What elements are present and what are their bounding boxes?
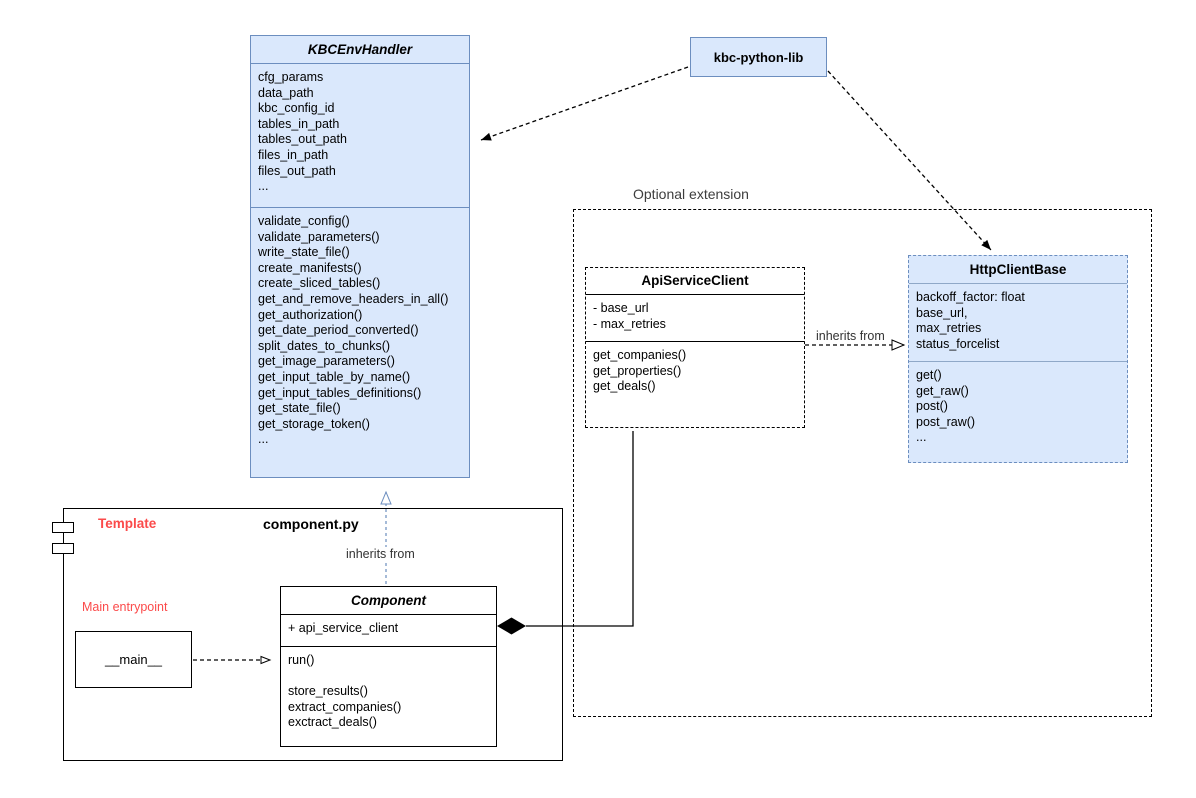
class-component-methods: run() store_results()extract_companies()e… (281, 647, 496, 746)
member-line: - max_retries (593, 316, 666, 331)
member-line: tables_in_path (258, 116, 340, 131)
template-container: Template component.py (52, 508, 563, 761)
class-apiserviceclient-title: ApiServiceClient (586, 268, 804, 295)
member-line: base_url, (916, 305, 968, 320)
member-line: status_forcelist (916, 336, 1000, 351)
member-line: tables_out_path (258, 132, 347, 147)
member-line: cfg_params (258, 70, 324, 84)
member-line: create_manifests() (258, 260, 362, 275)
optional-extension-label: Optional extension (633, 186, 749, 202)
class-apiserviceclient-attributes: - base_url- max_retries (586, 295, 804, 342)
member-line: get_and_remove_headers_in_all() (258, 291, 449, 306)
member-line: post_raw() (916, 414, 976, 429)
member-line: get_image_parameters() (258, 354, 395, 369)
member-line: get_input_table_by_name() (258, 369, 411, 384)
member-line: get_date_period_converted() (258, 323, 419, 338)
member-line: + api_service_client (288, 621, 399, 635)
class-component-title: Component (281, 587, 496, 615)
member-line: exctract_deals() (288, 715, 377, 730)
member-line: files_in_path (258, 147, 329, 162)
component-py-label: component.py (263, 516, 359, 532)
class-httpclientbase-title: HttpClientBase (909, 256, 1127, 284)
member-line: get_storage_token() (258, 416, 370, 431)
class-component: Component + api_service_client run() stor… (280, 586, 497, 747)
member-line (288, 669, 489, 685)
inherits-from-label-component: inherits from (344, 547, 417, 561)
member-line: get_companies() (593, 348, 687, 362)
member-line: get_input_tables_definitions() (258, 385, 422, 400)
member-line: post() (916, 399, 948, 414)
template-label: Template (98, 516, 157, 531)
member-line: ... (258, 432, 269, 447)
member-line: get_raw() (916, 383, 969, 398)
member-line: backoff_factor: float (916, 290, 1025, 304)
member-line: - base_url (593, 301, 649, 315)
member-line: store_results() (288, 684, 368, 699)
main-entrypoint-label: Main entrypoint (82, 600, 168, 614)
class-apiserviceclient: ApiServiceClient - base_url- max_retries… (585, 267, 805, 428)
member-line: max_retries (916, 321, 982, 336)
member-line: get_properties() (593, 363, 682, 378)
class-component-attributes: + api_service_client (281, 615, 496, 647)
member-line: get() (916, 368, 942, 382)
main-entry-node: __main__ (75, 631, 192, 688)
class-httpclientbase-methods: get()get_raw()post()post_raw()... (909, 362, 1127, 462)
member-line: write_state_file() (258, 245, 350, 260)
member-line: create_sliced_tables() (258, 276, 381, 291)
member-line: data_path (258, 85, 314, 100)
member-line: validate_config() (258, 214, 350, 228)
member-line: ... (258, 179, 269, 194)
member-line: get_deals() (593, 379, 656, 394)
inherits-from-label-apiclient: inherits from (814, 329, 887, 343)
member-line: run() (288, 653, 315, 667)
component-port-icon (52, 522, 74, 533)
class-kbcenvhandler-title: KBCEnvHandler (251, 36, 469, 64)
member-line: get_state_file() (258, 401, 341, 416)
member-line: kbc_config_id (258, 101, 335, 116)
member-line: split_dates_to_chunks() (258, 338, 391, 353)
member-line: extract_companies() (288, 699, 402, 714)
kbc-python-lib-node: kbc-python-lib (690, 37, 827, 77)
dep-arrow-lib-to-kbcenvhandler (480, 66, 689, 141)
class-kbcenvhandler-methods: validate_config()validate_parameters()wr… (251, 208, 469, 477)
member-line: get_authorization() (258, 307, 363, 322)
member-line: validate_parameters() (258, 229, 380, 244)
class-apiserviceclient-methods: get_companies()get_properties()get_deals… (586, 342, 804, 427)
member-line: files_out_path (258, 163, 336, 178)
component-port-icon (52, 543, 74, 554)
member-line: ... (916, 430, 927, 445)
